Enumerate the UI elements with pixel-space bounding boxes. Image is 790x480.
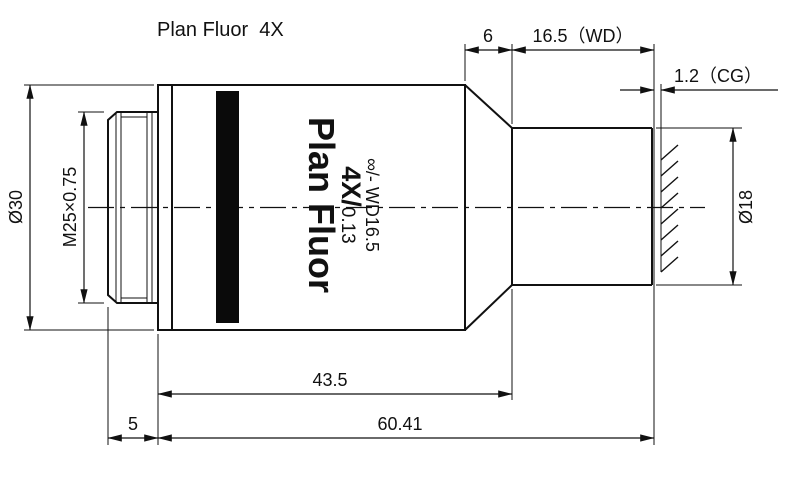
cover-glass-hatching [660,144,679,273]
barrel-numerical-aperture: 0.13 [337,207,358,244]
dim-thread-spec: M25×0.75 [60,167,80,248]
dim-cone-length: 6 [483,26,493,46]
cover-glass [653,44,662,445]
barrel-infinity-marking: ∞/- WD16.5 [362,158,382,252]
dimension-lines [26,46,778,442]
drawing-title: Plan Fluor 4X [157,19,284,41]
nose-cone [464,84,513,331]
dim-cover-glass: 1.2（CG） [674,66,762,86]
barrel-magnification-na: 4X/0.13 [336,166,366,244]
dim-working-distance: 16.5（WD） [532,26,633,46]
front-tip [512,127,653,286]
identification-band [216,91,239,323]
dim-parfocal-distance: 60.41 [377,414,422,434]
barrel-series-name: Plan Fluor [301,117,342,293]
barrel-magnification: 4X/ [336,166,366,207]
barrel-markings: Plan Fluor 4X/0.13 ∞/- WD16.5 [301,117,382,293]
extension-lines [24,44,742,445]
dim-mount-diameter: Ø30 [6,190,26,224]
dimension-labels: 6 16.5（WD） 1.2（CG） 43.5 5 60.41 Ø30 M25×… [6,26,762,434]
dim-thread-length: 5 [128,414,138,434]
thread-section [107,111,158,304]
dim-body-length: 43.5 [312,370,347,390]
dim-front-diameter: Ø18 [736,190,756,224]
